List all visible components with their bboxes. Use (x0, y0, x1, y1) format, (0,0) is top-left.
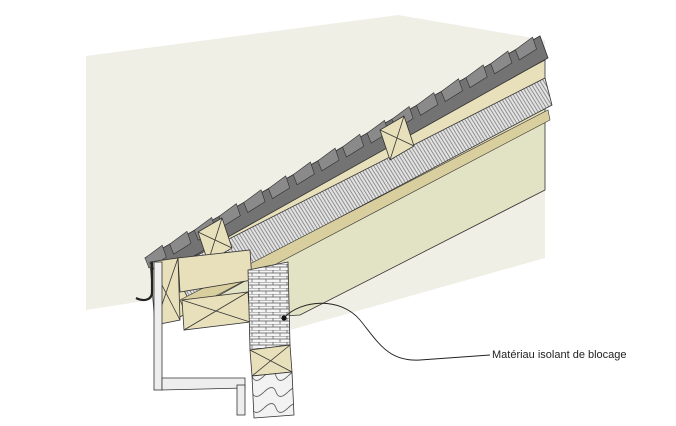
roof-tile (169, 230, 192, 255)
gutter-icon (135, 262, 154, 302)
roof-tile (317, 147, 340, 172)
roof-tile (416, 92, 439, 116)
callout-leader-line (283, 302, 491, 361)
roof-tile (490, 50, 513, 75)
roof-tile (465, 64, 488, 89)
cross-bracing (197, 115, 415, 263)
roof-tile (243, 189, 266, 213)
callout-label: Matériau isolant de blocage (492, 349, 627, 361)
roof-tile (514, 36, 537, 61)
soffit-edge (153, 261, 246, 416)
callout: Matériau isolant de blocage (281, 302, 627, 361)
roof-tile (342, 133, 365, 158)
roof-tile (268, 175, 291, 200)
insulation-block-icon (247, 261, 295, 419)
roof-tile (292, 161, 315, 186)
roof-tile (440, 78, 463, 102)
